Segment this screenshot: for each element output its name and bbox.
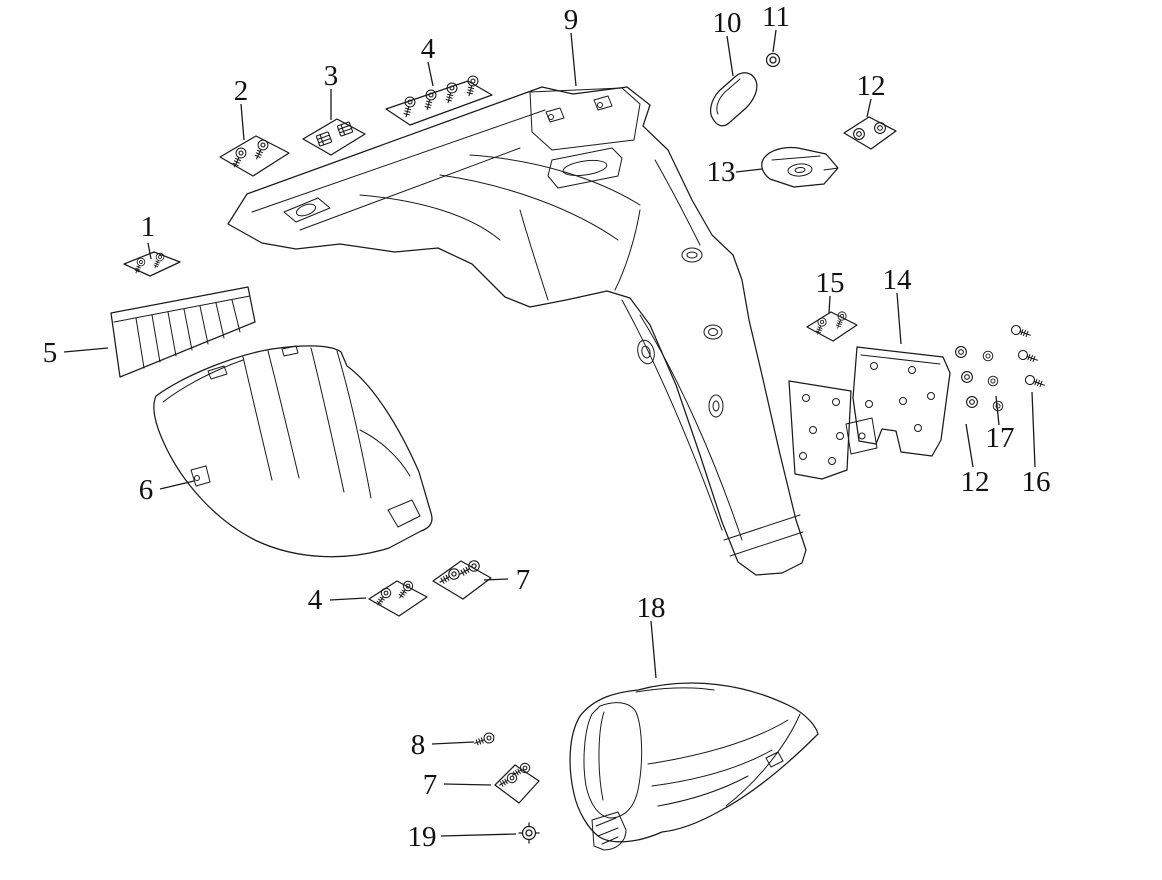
callout-15: 15 xyxy=(816,267,845,299)
leader-line xyxy=(147,242,152,260)
part-bracket-13 xyxy=(761,146,839,188)
fastener-groups xyxy=(123,74,1047,844)
callout-12-right: 12 xyxy=(961,466,990,498)
callout-9: 9 xyxy=(564,4,579,36)
leader-line xyxy=(570,32,577,87)
leader-line xyxy=(63,347,109,353)
leader-lines xyxy=(63,29,1036,837)
callout-17: 17 xyxy=(986,422,1015,454)
callout-12-top: 12 xyxy=(857,70,886,102)
callout-8: 8 xyxy=(411,729,426,761)
part-lens-10 xyxy=(709,72,758,127)
fastener-group-4-bottom xyxy=(368,578,428,617)
fastener-group-7-bottom xyxy=(494,761,540,804)
leader-line xyxy=(896,292,902,345)
leader-line xyxy=(735,168,763,173)
callout-1: 1 xyxy=(141,211,156,243)
leader-line xyxy=(483,578,509,581)
callout-2: 2 xyxy=(234,75,249,107)
fastener-group-4-top xyxy=(385,74,493,126)
callout-10: 10 xyxy=(713,7,742,39)
callout-19: 19 xyxy=(408,821,437,853)
callout-11: 11 xyxy=(762,1,790,33)
leader-line xyxy=(650,620,657,679)
leader-line xyxy=(1031,391,1036,468)
part-mud-flap xyxy=(569,682,819,851)
fastener-group-15 xyxy=(806,310,858,342)
callout-14: 14 xyxy=(883,264,913,296)
leader-line xyxy=(159,480,195,490)
part-plate-14 xyxy=(788,346,951,480)
fastener-group-3 xyxy=(302,118,366,156)
part-nut-11 xyxy=(765,52,781,68)
leader-line xyxy=(772,29,777,53)
callout-7-bottom: 7 xyxy=(423,769,438,801)
callout-16: 16 xyxy=(1022,466,1051,498)
fastener-group-12-top xyxy=(843,116,897,150)
callout-labels: 1 2 3 4 9 10 11 12 13 5 15 14 6 4 7 18 8… xyxy=(43,1,1051,853)
leader-line xyxy=(329,597,367,601)
callout-3: 3 xyxy=(324,60,339,92)
leader-line xyxy=(726,35,734,77)
part-inner-fender xyxy=(153,345,433,558)
part-rear-fender xyxy=(227,86,807,576)
part-illustrations xyxy=(110,52,951,851)
fastener-group-7-mid xyxy=(432,558,492,600)
leader-line xyxy=(866,98,872,118)
hardware-12-right xyxy=(955,346,978,408)
leader-line xyxy=(965,423,974,468)
callout-4-top: 4 xyxy=(421,33,436,65)
fastener-group-2 xyxy=(219,135,290,177)
callout-7-mid: 7 xyxy=(516,564,531,596)
leader-line xyxy=(240,103,245,141)
leader-line xyxy=(443,783,492,786)
callout-4-bottom: 4 xyxy=(308,584,323,616)
callout-5: 5 xyxy=(43,337,58,369)
fastener-19 xyxy=(518,822,540,844)
hardware-16 xyxy=(1009,323,1047,391)
fastener-8 xyxy=(472,731,496,749)
fastener-group-1 xyxy=(123,251,181,277)
leader-line xyxy=(828,295,831,314)
leader-line xyxy=(427,61,434,87)
leader-line xyxy=(440,833,517,837)
hardware-17 xyxy=(982,350,1004,412)
leader-line xyxy=(431,741,475,745)
callout-18: 18 xyxy=(637,592,666,624)
callout-13: 13 xyxy=(707,156,736,188)
part-vent-grille xyxy=(110,286,256,378)
callout-6: 6 xyxy=(139,474,154,506)
leader-line xyxy=(995,395,1000,426)
